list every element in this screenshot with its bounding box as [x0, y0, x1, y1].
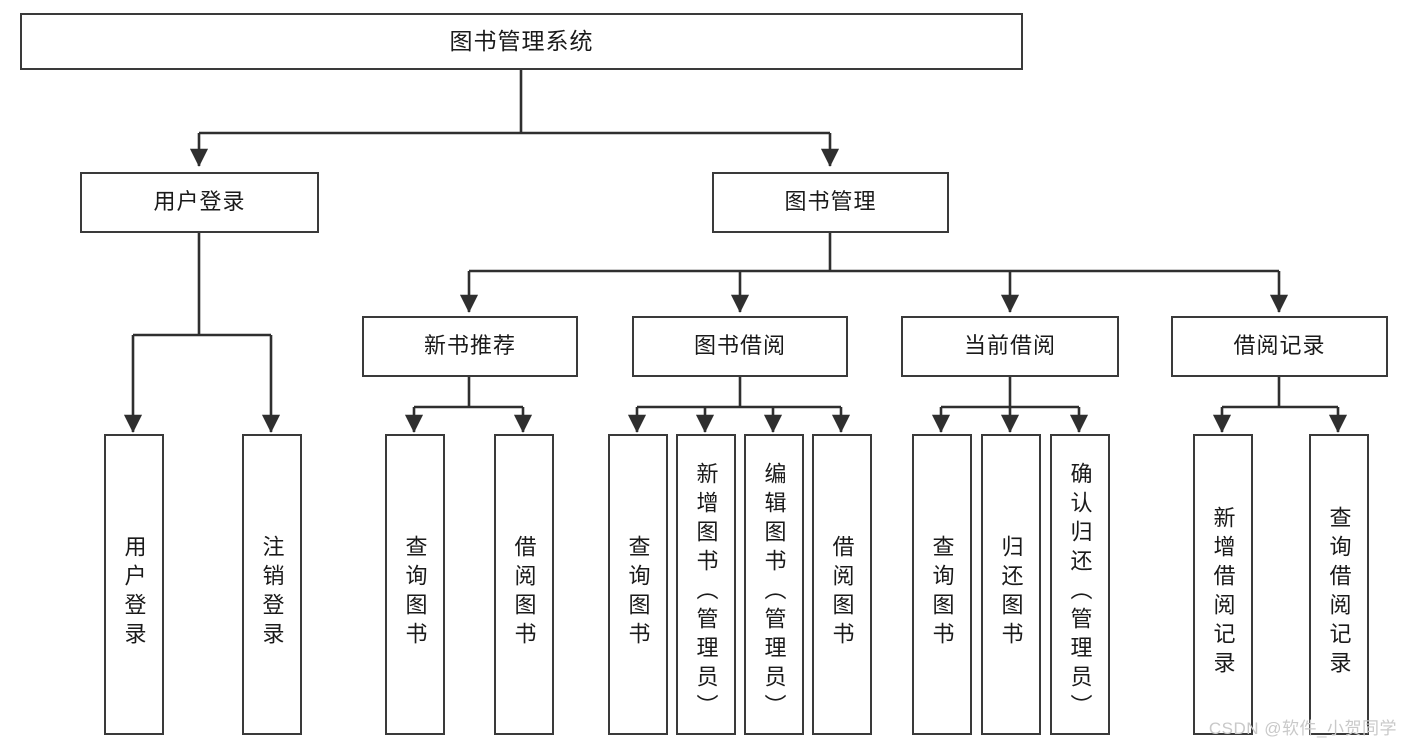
node-leaf-query-book-1[interactable]: 查询图书: [385, 434, 445, 735]
node-borrow-record[interactable]: 借阅记录: [1171, 316, 1388, 377]
node-leaf-edit-book[interactable]: 编辑图书（管理员）: [744, 434, 804, 735]
node-book-management-system[interactable]: 图书管理系统: [20, 13, 1023, 70]
node-leaf-add-record[interactable]: 新增借阅记录: [1193, 434, 1253, 735]
node-leaf-return-book[interactable]: 归还图书: [981, 434, 1041, 735]
node-user-login[interactable]: 用户登录: [80, 172, 319, 233]
node-leaf-user-login[interactable]: 用户登录: [104, 434, 164, 735]
node-book-borrow[interactable]: 图书借阅: [632, 316, 848, 377]
node-leaf-query-book-3[interactable]: 查询图书: [912, 434, 972, 735]
node-leaf-borrow-book-2[interactable]: 借阅图书: [812, 434, 872, 735]
node-new-book-recommend[interactable]: 新书推荐: [362, 316, 578, 377]
node-leaf-borrow-book-1[interactable]: 借阅图书: [494, 434, 554, 735]
node-book-management[interactable]: 图书管理: [712, 172, 949, 233]
node-leaf-confirm-return[interactable]: 确认归还（管理员）: [1050, 434, 1110, 735]
node-leaf-add-book[interactable]: 新增图书（管理员）: [676, 434, 736, 735]
node-current-borrow[interactable]: 当前借阅: [901, 316, 1119, 377]
node-leaf-query-book-2[interactable]: 查询图书: [608, 434, 668, 735]
node-leaf-logout-login[interactable]: 注销登录: [242, 434, 302, 735]
node-leaf-query-record[interactable]: 查询借阅记录: [1309, 434, 1369, 735]
watermark-text: CSDN @软件_小贺同学: [1208, 719, 1397, 738]
